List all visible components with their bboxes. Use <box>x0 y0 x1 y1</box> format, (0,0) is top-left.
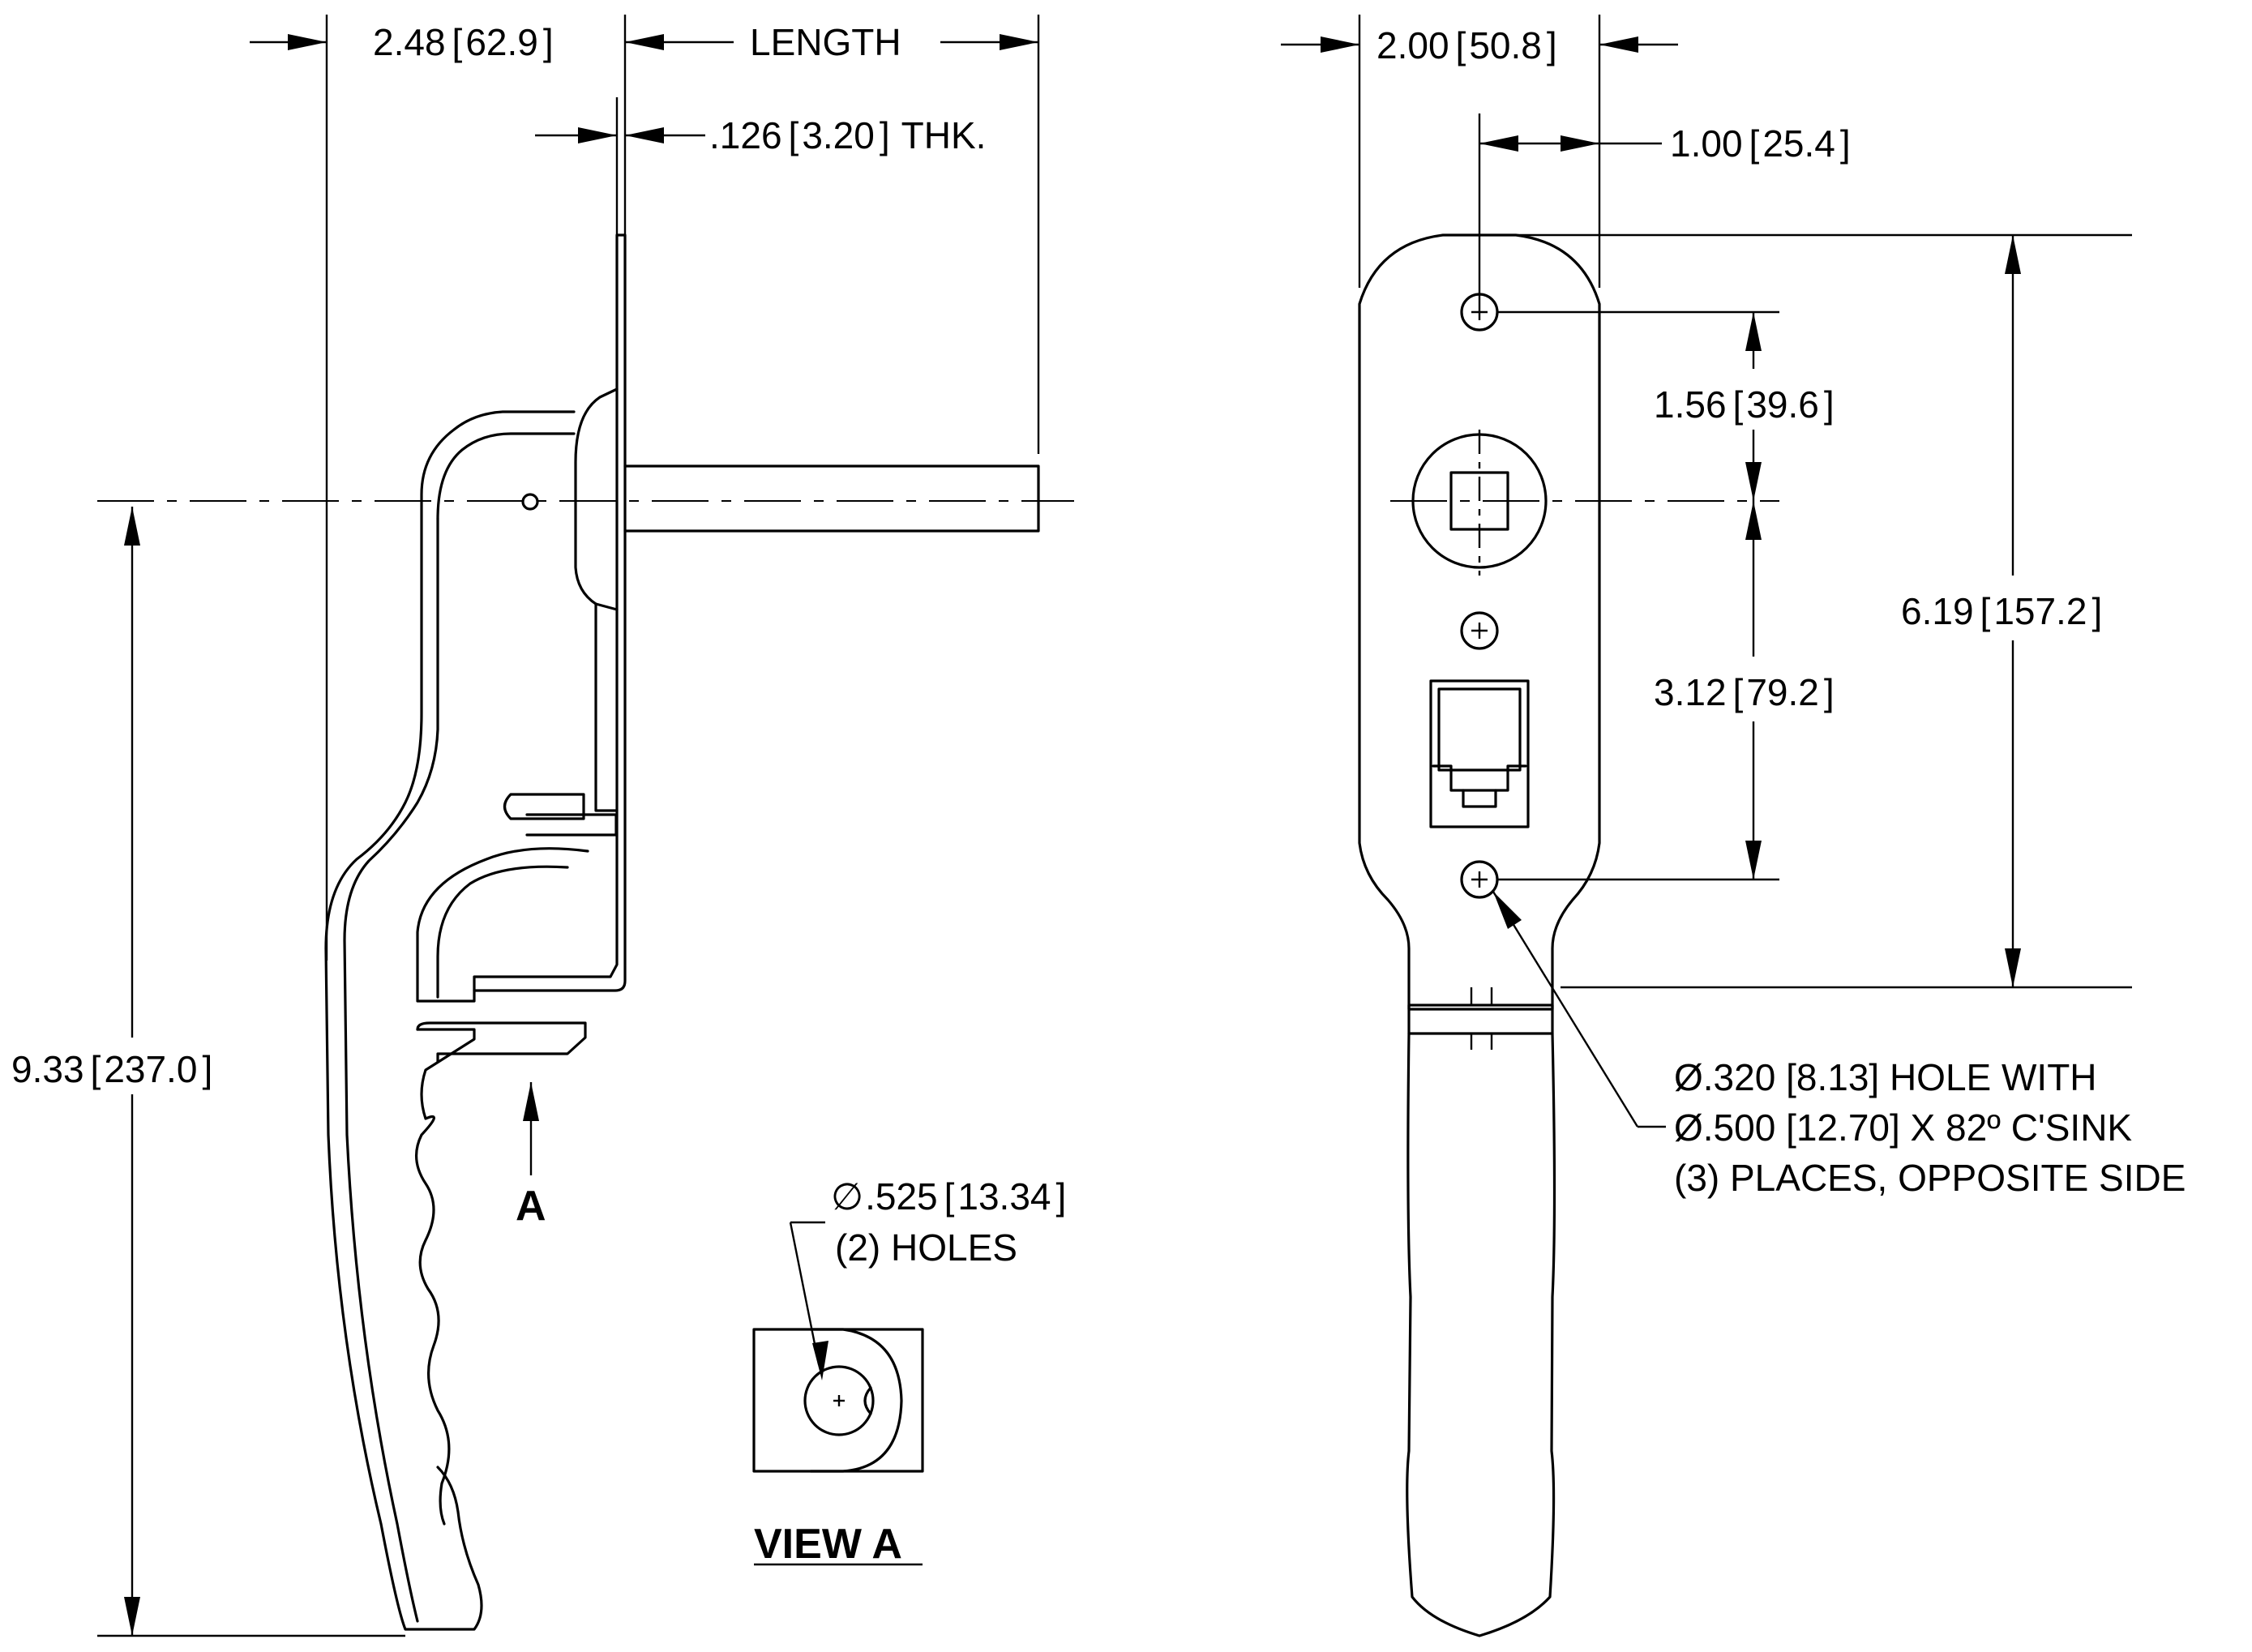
dim-upper-hole: 1.56[39.6] <box>1654 383 1835 426</box>
hole-note-line-3: (3) PLACES, OPPOSITE SIDE <box>1674 1157 2186 1199</box>
front-view <box>1281 15 2132 1637</box>
view-a-hole-count: (2) HOLES <box>835 1226 1017 1269</box>
dim-thickness: .126[3.20]THK. <box>709 114 986 156</box>
side-view <box>97 15 1074 1637</box>
view-a-title: VIEW A <box>754 1521 902 1568</box>
dim-center-front: 1.00[25.4] <box>1670 122 1851 165</box>
dim-width-side: 2.48[62.9] <box>373 21 554 63</box>
view-a <box>752 1221 924 1566</box>
dim-height-side: 9.33[237.0] <box>11 1048 212 1090</box>
view-a-hole-note: ∅.525[13.34] <box>831 1175 1066 1218</box>
hole-note-line-1: Ø.320 [8.13] HOLE WITH <box>1674 1056 2097 1098</box>
dim-width-front: 2.00[50.8] <box>1376 24 1557 66</box>
dim-overall-front: 6.19[157.2] <box>1901 590 2102 632</box>
dim-length-label: LENGTH <box>750 21 901 63</box>
hole-note-line-2: Ø.500 [12.70] X 82º C'SINK <box>1674 1106 2132 1149</box>
view-arrow-label: A <box>516 1183 546 1230</box>
dim-lower-hole: 3.12[79.2] <box>1654 671 1835 713</box>
